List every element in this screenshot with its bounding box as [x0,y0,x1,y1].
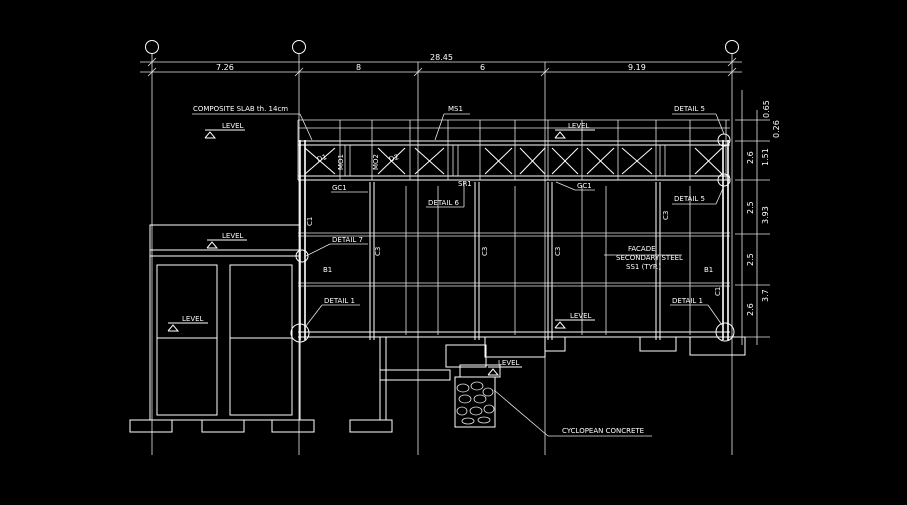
detail7-label: DETAIL 7 [332,236,363,244]
facade-label-2: SECONDARY STEEL [616,254,683,262]
level-label-6: LEVEL [498,359,520,367]
sr1-label: SR1 [458,180,472,188]
level-markers: LEVEL LEVEL LEVEL LEVEL LEVEL LEVEL [167,122,595,376]
level-label-4: LEVEL [568,122,590,130]
level-label-5: LEVEL [570,312,592,320]
bay-dim-2: 8 [356,63,361,72]
right-dimensions: 0.65 0.26 2.6 1.51 2.5 3.93 2.5 2.6 3.7 [735,90,781,345]
truss-label-d1: D1 [316,153,328,164]
grid-bubbles [145,40,739,54]
b1-left-label: B1 [323,266,332,274]
top-dimensions: 28.45 7.26 8 6 9.19 [140,53,742,77]
vdim-1: 0.26 [772,120,781,138]
overall-dimension: 28.45 [430,53,453,62]
vdim-5: 3.93 [761,206,770,224]
level-label-3: LEVEL [182,315,204,323]
c1-right-label: C1 [714,287,722,296]
detail-circle-left [290,323,310,343]
facade-label-3: SS1 (TYP.) [626,263,661,271]
detail1-left-label: DETAIL 1 [324,297,355,305]
grid-bubble-3 [725,40,739,54]
vdim-6: 2.5 [746,253,755,266]
bay-dim-1: 7.26 [216,63,234,72]
level-label-1: LEVEL [222,122,244,130]
c3-label-d: C3 [662,211,670,220]
roof-truss: D1 MO1 MO2 D2 [297,119,730,181]
truss-label-mo2: MO2 [372,154,380,170]
composite-slab-label: COMPOSITE SLAB th. 14cm [193,105,288,113]
level-label-2: LEVEL [222,232,244,240]
c1-left-label: C1 [306,217,314,226]
detail-circle-d7 [295,249,309,263]
left-annex [129,224,393,433]
detail6-label: DETAIL 6 [428,199,460,207]
detail5-mid-label: DETAIL 5 [674,195,705,203]
detail-circle-right [715,322,735,342]
ms1-label: MS1 [448,105,463,113]
vdim-0: 0.65 [762,100,771,118]
annotations: COMPOSITE SLAB th. 14cm MS1 DETAIL 5 DET… [192,105,725,437]
grid-bubble-2 [292,40,306,54]
b1-right-label: B1 [704,266,713,274]
grid-lines [151,54,733,455]
cyclopean-concrete-label: CYCLOPEAN CONCRETE [562,427,644,435]
gc1-left-label: GC1 [332,184,347,192]
gc1-right-label: GC1 [577,182,592,190]
c3-label-c: C3 [554,247,562,256]
bay-dim-4: 9.19 [628,63,646,72]
vdim-8: 3.7 [761,289,770,302]
bay-dim-3: 6 [480,63,485,72]
vdim-2: 2.6 [746,151,755,164]
grid-bubble-1 [145,40,159,54]
c3-label-b: C3 [481,247,489,256]
vdim-4: 2.5 [746,201,755,214]
vdim-7: 2.6 [746,303,755,316]
detail5-top-label: DETAIL 5 [674,105,705,113]
vdim-3: 1.51 [761,148,770,166]
detail1-right-label: DETAIL 1 [672,297,703,305]
facade-label-1: FACADE [628,245,656,253]
c3-label-a: C3 [374,247,382,256]
main-frame [298,140,730,340]
truss-label-mo1: MO1 [337,154,345,170]
foundations [379,336,746,428]
truss-label-d2: D2 [388,153,400,164]
